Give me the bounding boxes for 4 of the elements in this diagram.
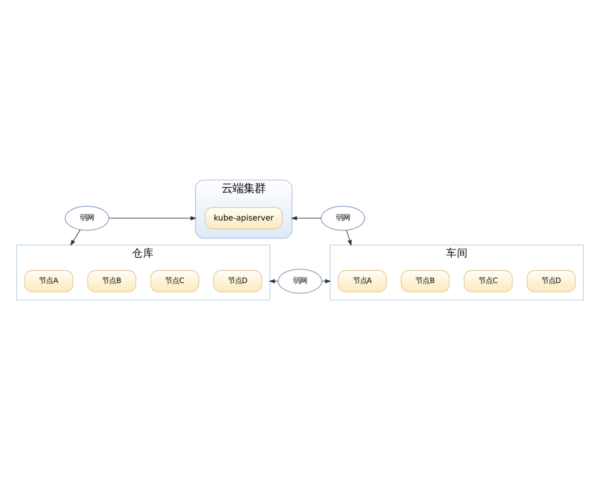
arrow [290,216,322,220]
arrow [70,230,80,246]
arrow [346,230,352,246]
arrow [108,216,196,220]
